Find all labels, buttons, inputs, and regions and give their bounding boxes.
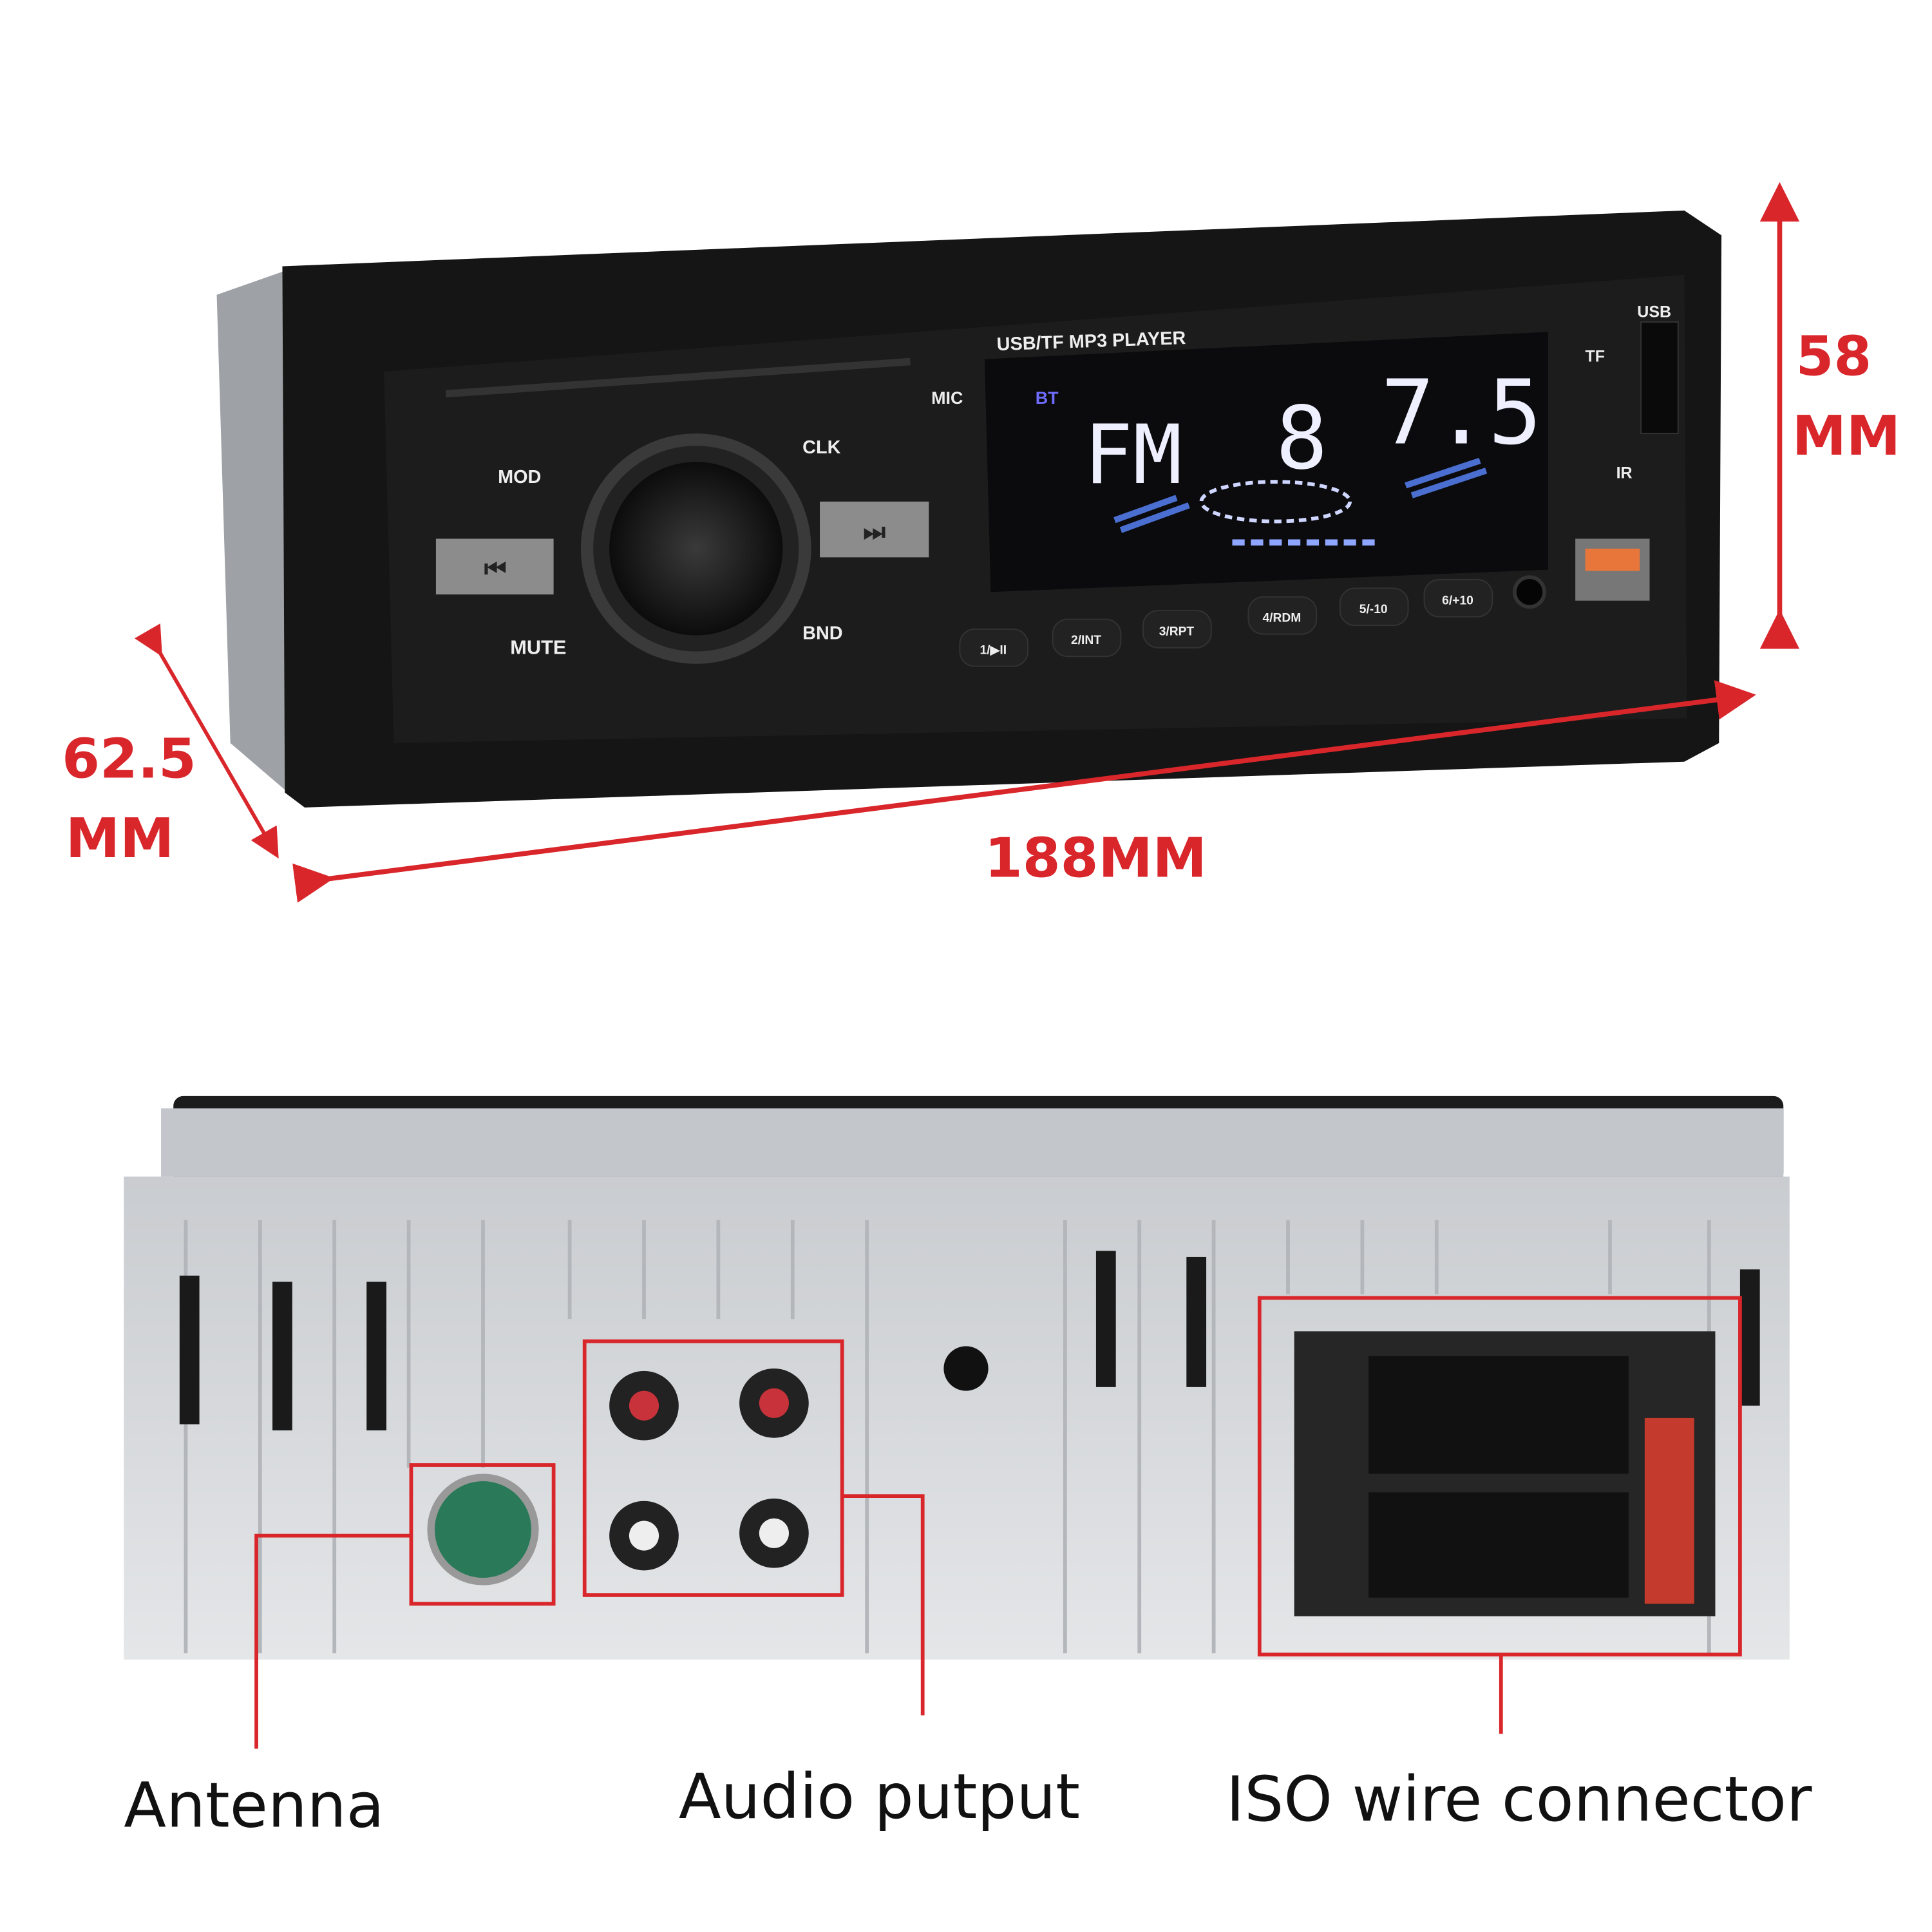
prev-button[interactable]: ⏮ bbox=[435, 538, 554, 595]
svg-text:1/▶II: 1/▶II bbox=[980, 643, 1007, 657]
fuse bbox=[1644, 1417, 1694, 1604]
audio-highlight bbox=[582, 1339, 844, 1597]
antenna-leader bbox=[254, 1533, 412, 1749]
dimension-annotations: 58 MM 62.5 MM 188MM bbox=[62, 182, 1900, 903]
antenna-socket bbox=[427, 1473, 539, 1586]
tf-label: TF bbox=[1586, 348, 1605, 366]
svg-text:2/INT: 2/INT bbox=[1071, 634, 1101, 647]
iso-connector bbox=[1294, 1331, 1716, 1616]
width-value: 188MM bbox=[985, 826, 1207, 890]
skip-previous-icon: ⏮ bbox=[484, 555, 507, 583]
bt-indicator: BT bbox=[1036, 388, 1059, 408]
antenna-label: Antenna bbox=[124, 1770, 384, 1842]
preset-button-3[interactable]: 3/RPT bbox=[1142, 610, 1212, 649]
audio-output-label: Audio putput bbox=[679, 1761, 1080, 1833]
band-readout: FM bbox=[1084, 407, 1182, 502]
ir-label: IR bbox=[1616, 464, 1633, 482]
svg-text:6/+10: 6/+10 bbox=[1442, 594, 1473, 607]
preset-button-1[interactable]: 1/▶II bbox=[959, 628, 1029, 667]
clk-label: CLK bbox=[802, 437, 840, 458]
preset-button-5[interactable]: 5/-10 bbox=[1339, 587, 1409, 627]
skip-next-icon: ⏭ bbox=[863, 518, 886, 545]
audio-leader bbox=[842, 1494, 925, 1716]
tf-card-slot[interactable] bbox=[1640, 321, 1679, 435]
width-arrow bbox=[292, 680, 1756, 903]
rca-jacks bbox=[609, 1368, 809, 1571]
preset-button-4[interactable]: 4/RDM bbox=[1247, 596, 1318, 635]
bnd-label: BND bbox=[802, 623, 842, 643]
preset-buttons: 1/▶II 2/INT 3/RPT 4/RDM 5/-10 6/+10 bbox=[959, 579, 1493, 667]
mounting-hole bbox=[943, 1346, 989, 1391]
iso-connector-label: ISO wire connector bbox=[1226, 1763, 1812, 1835]
usb-label: USB bbox=[1637, 303, 1671, 321]
aux-jack[interactable] bbox=[1513, 575, 1546, 609]
mod-label: MOD bbox=[498, 467, 541, 488]
mic-label: MIC bbox=[931, 388, 963, 408]
spectrum-arrows bbox=[1113, 457, 1488, 533]
depth-unit: MM bbox=[66, 806, 174, 870]
svg-text:3/RPT: 3/RPT bbox=[1159, 625, 1195, 639]
svg-text:4/RDM: 4/RDM bbox=[1262, 611, 1301, 625]
knob-cap bbox=[609, 462, 783, 636]
car-graphic bbox=[1199, 480, 1352, 524]
height-value: 58 bbox=[1795, 325, 1871, 388]
lcd-display: BT FM 8 7.5 bbox=[984, 332, 1548, 592]
next-button[interactable]: ⏭ bbox=[820, 501, 929, 558]
preset-button-2[interactable]: 2/INT bbox=[1052, 618, 1122, 658]
mute-label: MUTE bbox=[510, 636, 566, 658]
preset-button-6[interactable]: 6/+10 bbox=[1423, 579, 1493, 618]
freq-readout-b: 7.5 bbox=[1381, 360, 1542, 464]
front-unit: ⏮ ⏭ MOD CLK MIC MUTE BND USB/TF MP3 PLAY… bbox=[216, 210, 1722, 808]
depth-value: 62.5 bbox=[62, 727, 196, 791]
height-unit: MM bbox=[1792, 404, 1900, 468]
svg-text:5/-10: 5/-10 bbox=[1359, 603, 1388, 616]
disc-slot bbox=[445, 357, 911, 398]
back-unit: Antenna Audio putput ISO wire connector bbox=[124, 1095, 1812, 1842]
freq-readout-a: 8 bbox=[1276, 388, 1328, 489]
depth-arrow bbox=[134, 623, 279, 859]
